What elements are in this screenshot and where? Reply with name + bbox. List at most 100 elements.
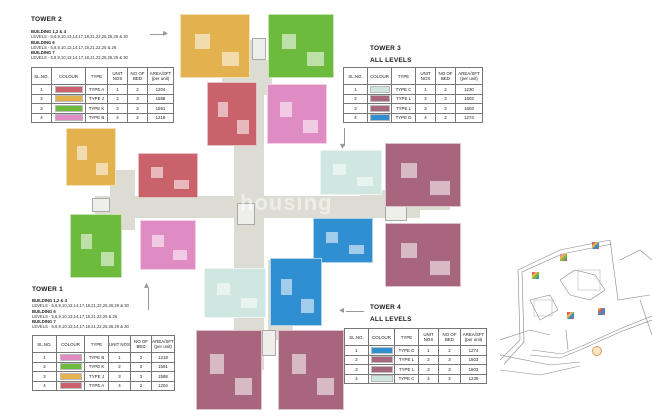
cell-type: TYPE A bbox=[85, 84, 108, 95]
cell-area: 1603 bbox=[460, 364, 487, 375]
cell-type: TYPE B bbox=[84, 352, 109, 363]
col-header: TYPE bbox=[85, 67, 108, 85]
cell-bed: 3 bbox=[130, 361, 152, 372]
col-header: NO OF BED bbox=[127, 67, 148, 85]
cell-bed: 3 bbox=[435, 93, 456, 104]
col-header: NO OF BED bbox=[435, 67, 456, 85]
col-header: TYPE bbox=[391, 67, 416, 85]
color-swatch bbox=[54, 114, 83, 122]
table-header-row: SL.NO. COLOUR TYPE UNIT NOS NO OF BED AR… bbox=[31, 67, 174, 85]
tower3-title: TOWER 3 bbox=[370, 45, 401, 52]
cell-type: TYPE L bbox=[391, 93, 416, 104]
arrow-tower3 bbox=[344, 128, 346, 146]
cell-sl: 2 bbox=[31, 93, 52, 104]
cell-unit: 1 bbox=[107, 84, 128, 95]
cell-unit: 1 bbox=[108, 352, 131, 363]
cell-unit: 3 bbox=[418, 364, 439, 375]
cell-unit: 3 bbox=[108, 371, 131, 382]
tower1-building-label: BUILDING 1,2 & 4 bbox=[32, 298, 67, 303]
cell-bed: 3 bbox=[438, 354, 461, 365]
tower4-type-c-unit bbox=[204, 268, 266, 318]
table-row: 4 TYPE D 4 2 1274 bbox=[343, 112, 483, 123]
tower1-levels-label: LEVELS - 5,6,9,10,13,14,17,18,21,22,25,2… bbox=[32, 303, 129, 308]
table-row: 2 TYPE L 2 3 1603 bbox=[343, 93, 483, 104]
col-header: SL.NO. bbox=[344, 328, 369, 346]
cell-unit: 2 bbox=[418, 354, 439, 365]
table-header-row: SL.NO. COLOUR TYPE UNIT NOS NO OF BED AR… bbox=[344, 328, 487, 346]
tower2-type-j-unit bbox=[180, 14, 250, 78]
cell-area: 1230 bbox=[455, 84, 483, 95]
site-tower-marker bbox=[532, 272, 539, 279]
tower1-type-b-unit bbox=[140, 220, 196, 270]
cell-colour bbox=[367, 112, 392, 123]
cell-unit: 1 bbox=[415, 84, 436, 95]
cell-type: TYPE L bbox=[394, 364, 419, 375]
tower1-title: TOWER 1 bbox=[32, 286, 63, 293]
cell-area: 1274 bbox=[455, 112, 483, 123]
site-tower-marker bbox=[560, 254, 567, 261]
cell-sl: 1 bbox=[31, 84, 52, 95]
cell-sl: 4 bbox=[31, 112, 52, 123]
tower1-levels-label: LEVELS - 5,6,9,10,13,14,17,18,21,22,25 &… bbox=[32, 313, 118, 319]
cell-bed: 3 bbox=[435, 103, 456, 114]
site-tower-marker bbox=[567, 312, 574, 319]
cell-colour bbox=[368, 364, 395, 375]
site-plan-inset bbox=[499, 239, 652, 380]
arrowhead-up-icon: ▴ bbox=[144, 280, 150, 291]
cell-unit: 3 bbox=[415, 103, 436, 114]
cell-colour bbox=[51, 112, 86, 123]
tower4-type-l-unit-right bbox=[278, 330, 344, 410]
tower2-type-k-unit bbox=[268, 14, 334, 78]
cell-sl: 3 bbox=[343, 103, 368, 114]
tower1-building-label: BUILDING 6 bbox=[32, 308, 56, 314]
tower2-type-b-unit bbox=[267, 84, 327, 144]
cell-area: 1588 bbox=[147, 93, 174, 104]
stair-core-t1 bbox=[92, 198, 110, 212]
cell-colour bbox=[367, 84, 392, 95]
table-row: 3 TYPE L 3 3 1603 bbox=[343, 103, 483, 114]
cell-area: 1218 bbox=[147, 112, 174, 123]
tower2-building-label: BUILDING 7 bbox=[31, 50, 55, 55]
cell-unit: 2 bbox=[415, 93, 436, 104]
col-header: UNIT NOS bbox=[108, 335, 131, 353]
tower1-building-label: BUILDING 7 bbox=[32, 319, 56, 324]
tower3-legend-table: SL.NO. COLOUR TYPE UNIT NOS NO OF BED AR… bbox=[343, 67, 483, 123]
stair-core-center bbox=[237, 203, 255, 225]
color-swatch bbox=[369, 95, 390, 103]
arrow-tower4 bbox=[346, 311, 364, 313]
cell-colour bbox=[368, 373, 395, 384]
color-swatch bbox=[54, 85, 83, 93]
cell-type: TYPE D bbox=[391, 112, 416, 123]
col-header: UNIT NOS bbox=[107, 67, 128, 85]
tower2-building-label: BUILDING 1,2 & 4 bbox=[31, 29, 66, 34]
cell-colour bbox=[56, 371, 85, 382]
arrow-tower2 bbox=[150, 34, 166, 36]
table-row: 1 TYPE C 1 2 1230 bbox=[343, 84, 483, 95]
stair-core-t4 bbox=[262, 330, 276, 356]
color-swatch bbox=[370, 356, 393, 364]
col-header: UNIT NOS bbox=[418, 328, 439, 346]
cell-unit: 4 bbox=[418, 373, 439, 384]
cell-colour bbox=[51, 84, 86, 95]
tower2-levels-label: LEVELS - 5,6,9,10,13,14,17,18,21,22,25 &… bbox=[31, 44, 117, 50]
cell-area: 1218 bbox=[151, 352, 175, 363]
cell-bed: 2 bbox=[130, 352, 152, 363]
color-swatch bbox=[369, 85, 390, 93]
color-swatch bbox=[54, 95, 83, 103]
tower4-type-d-unit bbox=[270, 258, 322, 326]
cell-bed: 3 bbox=[130, 371, 152, 382]
cell-bed: 2 bbox=[435, 84, 456, 95]
tower3-type-l-unit-lower bbox=[385, 223, 461, 287]
arrowhead-down-icon: ▾ bbox=[340, 141, 346, 152]
col-header: SL.NO. bbox=[31, 67, 52, 85]
tower1-type-k-unit bbox=[70, 214, 122, 278]
cell-sl: 3 bbox=[344, 364, 369, 375]
col-header: COLOUR bbox=[51, 67, 86, 85]
cell-sl: 3 bbox=[32, 371, 57, 382]
cell-type: TYPE A bbox=[84, 380, 109, 391]
table-row: 4 TYPE C 4 2 1230 bbox=[344, 373, 487, 384]
cell-sl: 4 bbox=[32, 380, 57, 391]
col-header: TYPE bbox=[394, 328, 419, 346]
cell-type: TYPE K bbox=[84, 361, 109, 372]
tower3-type-l-unit-upper bbox=[385, 143, 461, 207]
